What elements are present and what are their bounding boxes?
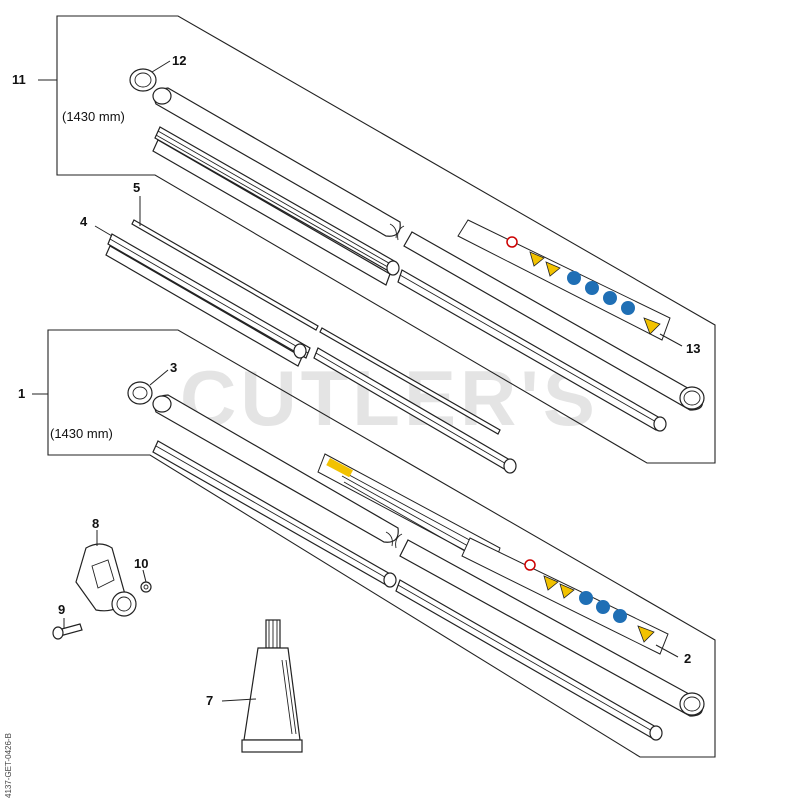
- liner-upper-right: [397, 269, 667, 432]
- warning-decal-lower: [461, 537, 669, 655]
- part-10-nut: [140, 581, 152, 593]
- part-9-screw: [52, 623, 83, 640]
- hearing-protection-icon: [596, 600, 610, 614]
- warning-triangle-icon: [529, 251, 545, 267]
- callout-11: 11: [12, 72, 26, 87]
- break-mark-lower: [385, 531, 403, 549]
- warning-triangle-icon: [545, 261, 561, 277]
- part-12-cap: [129, 68, 157, 92]
- leader-7: [221, 698, 257, 702]
- warning-decal-upper: [457, 219, 671, 341]
- dimension-lower: (1430 mm): [50, 426, 113, 441]
- part-3-cap: [127, 381, 153, 405]
- callout-12: 12: [172, 53, 186, 68]
- callout-9: 9: [58, 602, 65, 617]
- head-protection-icon: [603, 291, 617, 305]
- callout-2: 2: [684, 651, 691, 666]
- eye-protection-icon: [567, 271, 581, 285]
- callout-1: 1: [18, 386, 25, 401]
- hearing-protection-icon: [585, 281, 599, 295]
- callout-13: 13: [686, 341, 700, 356]
- leader-13: [659, 333, 683, 347]
- drive-tube-upper-left: [152, 87, 401, 237]
- leader-2: [655, 644, 679, 658]
- callout-4: 4: [80, 214, 88, 229]
- leader-4: [94, 225, 113, 237]
- gloves-icon: [621, 301, 635, 315]
- break-mark-upper: [389, 223, 405, 241]
- drive-tube-lower-left: [152, 394, 399, 543]
- callout-7: 7: [206, 693, 213, 708]
- part-4-liner: [105, 233, 517, 474]
- head-protection-icon: [613, 609, 627, 623]
- group-outline-upper: [56, 15, 716, 464]
- liner-lower-left: [152, 440, 397, 588]
- drawing-code: 4137-GET-0426-B: [4, 733, 13, 798]
- drive-tube-upper-right: [403, 231, 705, 411]
- callout-3: 3: [170, 360, 177, 375]
- warning-triangle-icon: [637, 625, 655, 643]
- warning-triangle-icon: [643, 317, 661, 335]
- drive-tube-lower-right: [399, 539, 705, 717]
- no-bystanders-icon: [506, 236, 518, 248]
- no-bystanders-icon: [524, 559, 536, 571]
- group-outline-lower: [47, 329, 716, 758]
- liner-lower-right: [395, 579, 663, 741]
- eye-protection-icon: [579, 591, 593, 605]
- liner-upper-left: [152, 126, 400, 286]
- callout-8: 8: [92, 516, 99, 531]
- part-7-grease-tube: [241, 619, 303, 753]
- leader-10: [142, 569, 147, 583]
- part-5-drive-shaft: [131, 219, 501, 435]
- warning-triangle-icon: [559, 583, 575, 599]
- callout-5: 5: [133, 180, 140, 195]
- warning-triangle-icon: [543, 575, 559, 591]
- leader-12: [151, 60, 171, 73]
- leader-3: [149, 369, 169, 386]
- callout-10: 10: [134, 556, 148, 571]
- dimension-upper: (1430 mm): [62, 109, 125, 124]
- part-8-clamp: [75, 543, 137, 617]
